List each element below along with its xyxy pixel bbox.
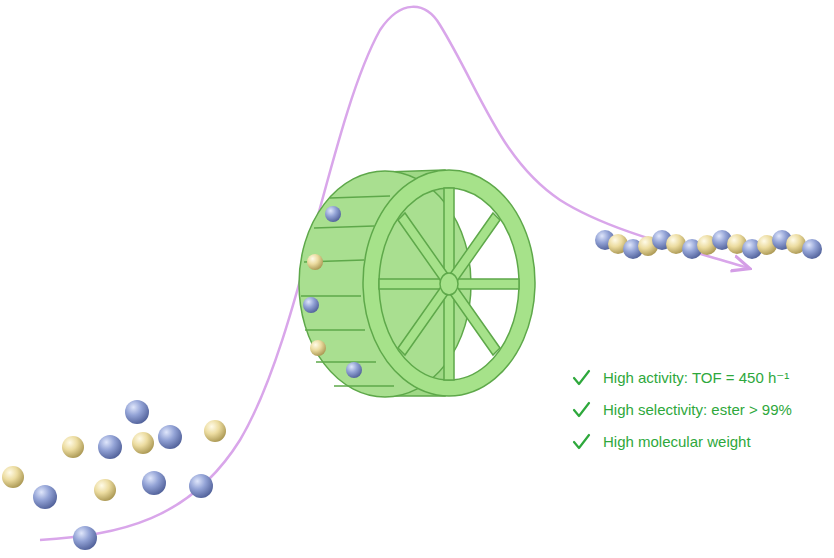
feature-label: High molecular weight [603,433,751,451]
check-marks [574,371,589,448]
water-wheel [299,170,535,397]
feature-label: High selectivity: ester > 99% [603,401,792,419]
feature-label: High activity: TOF = 450 h⁻¹ [603,369,789,387]
energy-curve [40,7,748,540]
monomers [2,400,226,550]
polymer-chain [595,230,822,259]
